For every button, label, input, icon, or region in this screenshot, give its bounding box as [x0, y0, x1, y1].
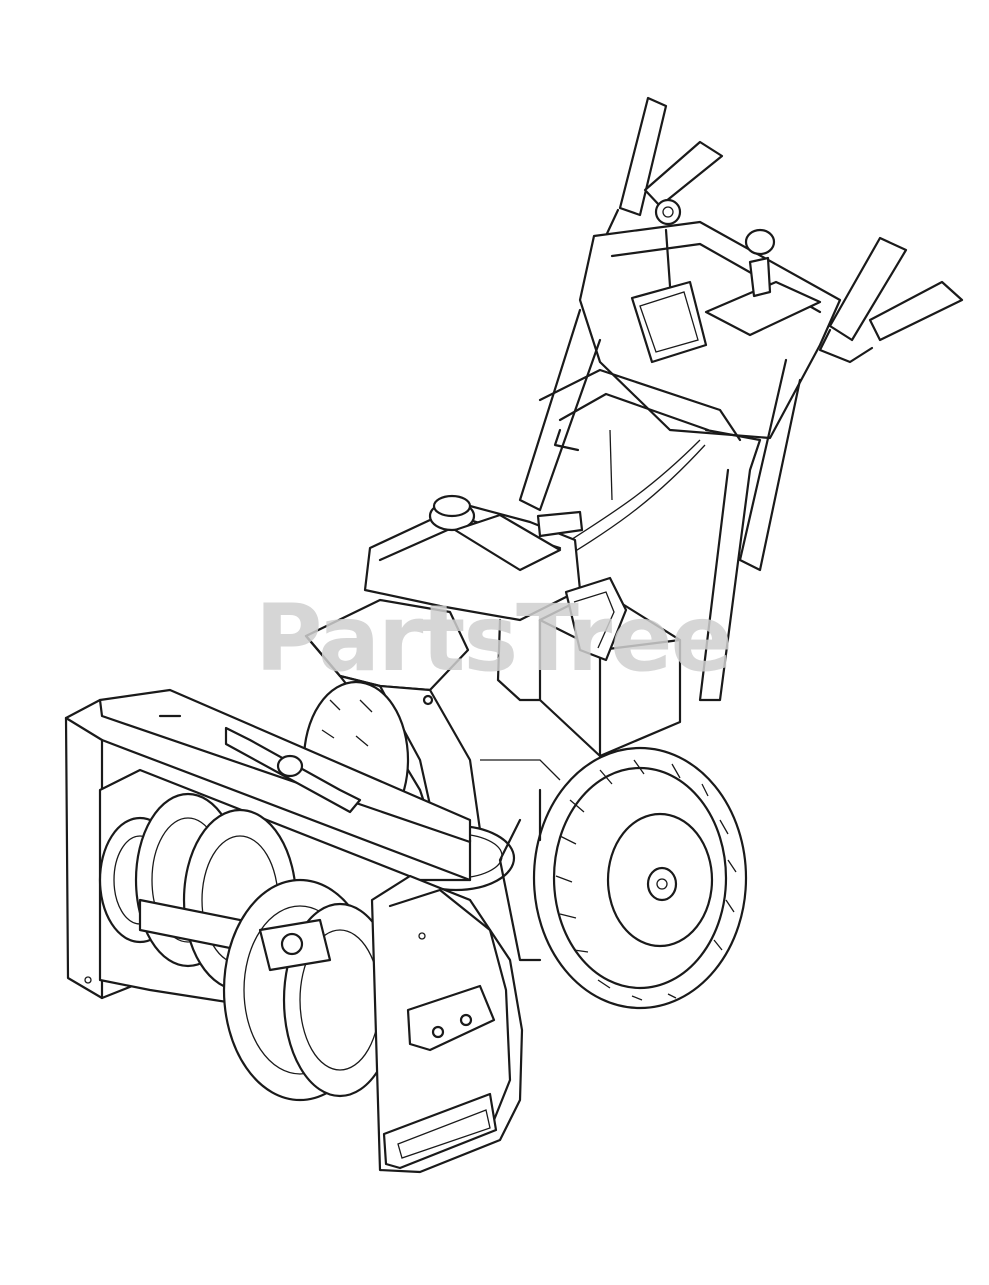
- frame-strut: [480, 759, 561, 962]
- right-handle: [818, 236, 964, 364]
- augers: [98, 792, 398, 1102]
- left-handle: [602, 96, 724, 252]
- handle-frame: [518, 308, 802, 702]
- auger-side-plate: [370, 874, 524, 1174]
- rear-wheel-right: [532, 746, 748, 1010]
- engine: [363, 494, 682, 758]
- housing-top-rail: [98, 688, 472, 844]
- control-console: [578, 220, 842, 440]
